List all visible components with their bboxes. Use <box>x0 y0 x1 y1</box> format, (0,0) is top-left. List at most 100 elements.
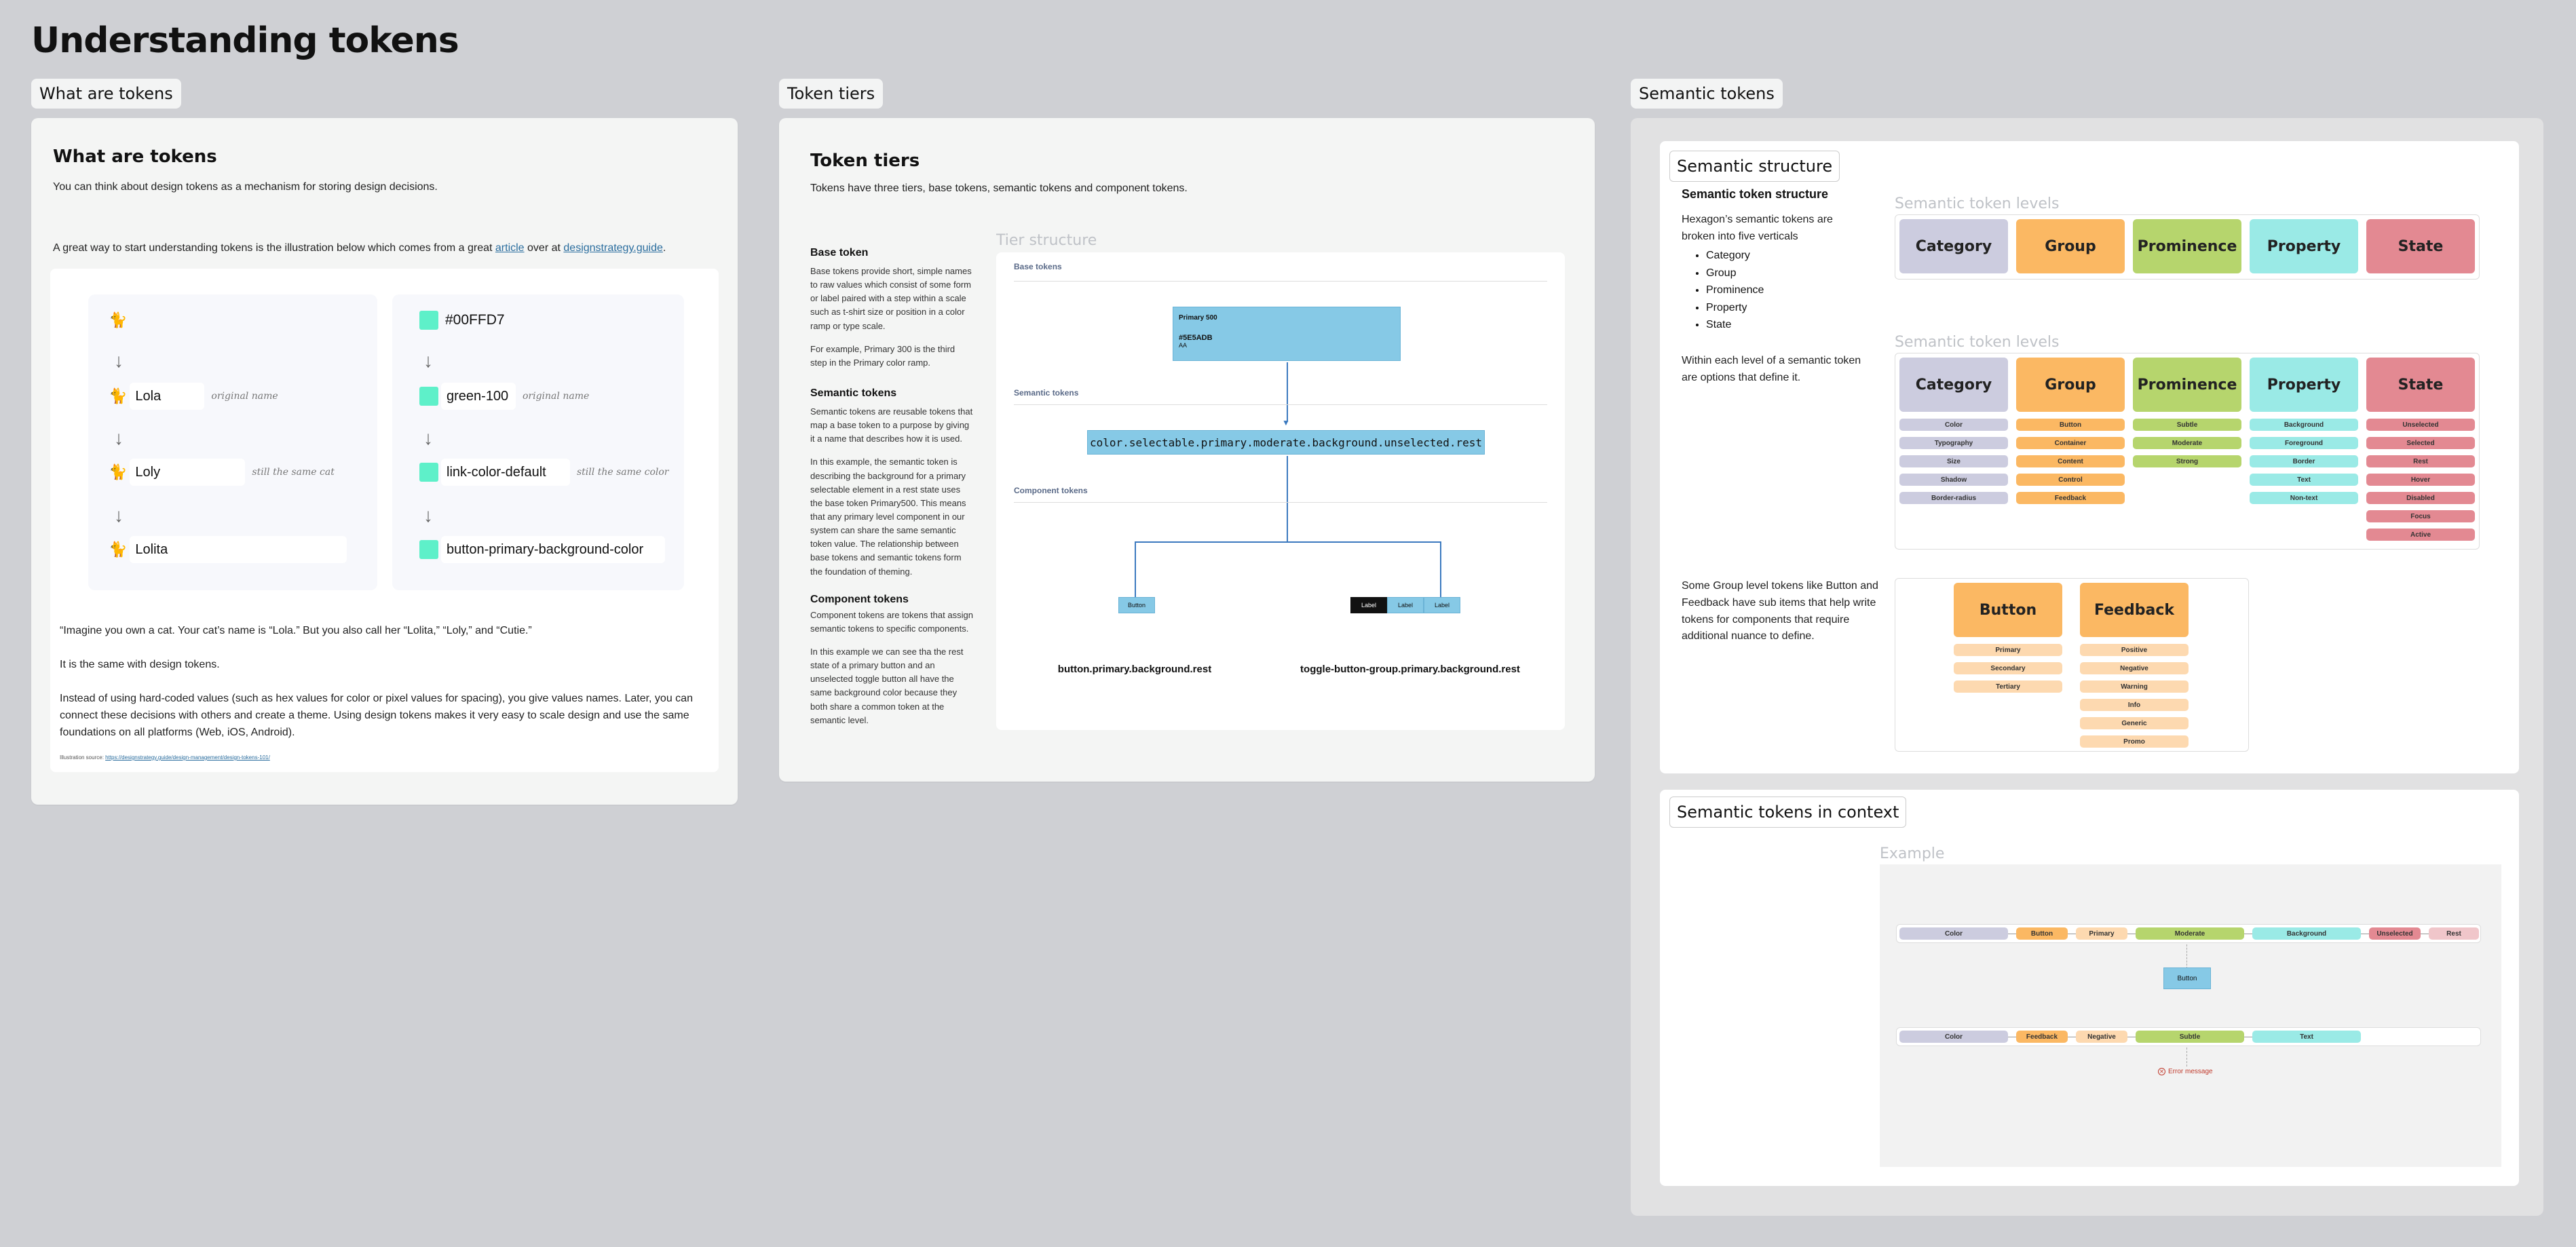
option-chip[interactable]: Border <box>2250 455 2358 467</box>
arrow-down-icon: ↓ <box>114 350 124 371</box>
illustration-panel: 🐈 ↓ 🐈 Lola original name ↓ 🐈 Loly still … <box>50 269 719 772</box>
option-chip[interactable]: Content <box>2016 455 2125 467</box>
chain-chip[interactable]: Button <box>2016 927 2068 940</box>
level-group[interactable]: Group <box>2016 358 2125 412</box>
level-category[interactable]: Category <box>1899 219 2008 273</box>
option-chip[interactable]: Positive <box>2080 644 2189 656</box>
level-prominence[interactable]: Prominence <box>2133 219 2241 273</box>
property-options: Background Foreground Border Text Non-te… <box>2250 419 2358 504</box>
frame-label-structure[interactable]: Semantic structure <box>1669 151 1840 182</box>
result-button[interactable]: Button <box>2163 967 2211 989</box>
semantic-context-frame: Semantic tokens in context Example Color… <box>1660 790 2519 1186</box>
option-chip[interactable]: Background <box>2250 419 2358 431</box>
sem-p1: Semantic tokens are reusable tokens that… <box>810 406 973 444</box>
token-chain-row-2: Color Feedback Negative Subtle Text <box>1896 1027 2481 1046</box>
option-chip[interactable]: Non-text <box>2250 492 2358 504</box>
note-original-name: original name <box>523 391 590 402</box>
source-link[interactable]: https://designstrategy.guide/design-mana… <box>105 754 270 761</box>
toggle-item[interactable]: Label <box>1424 597 1460 613</box>
option-chip[interactable]: Container <box>2016 437 2125 449</box>
feedback-sub-items: Positive Negative Warning Info Generic P… <box>2080 644 2189 748</box>
chain-chip[interactable]: Moderate <box>2136 927 2244 940</box>
option-chip[interactable]: Generic <box>2080 717 2189 729</box>
option-chip[interactable]: Moderate <box>2133 437 2241 449</box>
sample-toggle-group: Label Label Label <box>1350 597 1460 613</box>
color-hex: #00FFD7 <box>445 312 505 328</box>
sample-button[interactable]: Button <box>1118 597 1155 613</box>
chain-chip[interactable]: Negative <box>2076 1031 2127 1043</box>
base-p1: Base tokens provide short, simple names … <box>810 266 972 331</box>
cat-icon: 🐈 <box>109 463 128 480</box>
chain-chip[interactable]: Feedback <box>2016 1031 2068 1043</box>
toggle-item[interactable]: Label <box>1387 597 1424 613</box>
chain-chip[interactable]: Subtle <box>2136 1031 2244 1043</box>
option-chip[interactable]: Color <box>1899 419 2008 431</box>
source-label: Illustration source: <box>60 754 106 761</box>
color-row-0: #00FFD7 <box>419 307 505 334</box>
option-chip[interactable]: Border-radius <box>1899 492 2008 504</box>
chain-chip[interactable]: Primary <box>2076 927 2127 940</box>
section-label-semantic[interactable]: Semantic tokens <box>1631 79 1783 109</box>
color-button-primary-bg: button-primary-background-color <box>441 536 665 563</box>
option-chip[interactable]: Negative <box>2080 662 2189 674</box>
toggle-item[interactable]: Label <box>1350 597 1387 613</box>
section-label-what[interactable]: What are tokens <box>31 79 181 109</box>
level-prominence[interactable]: Prominence <box>2133 358 2241 412</box>
arrow-down-icon: ↓ <box>423 427 433 448</box>
option-chip[interactable]: Focus <box>2366 510 2475 522</box>
chain-chip[interactable]: Color <box>1899 927 2008 940</box>
primary-aa: AA <box>1179 342 1188 349</box>
sem-title: Semantic tokens <box>810 387 897 399</box>
chain-chip[interactable]: Text <box>2252 1031 2361 1043</box>
option-chip[interactable]: Typography <box>1899 437 2008 449</box>
section-label-tiers[interactable]: Token tiers <box>779 79 884 109</box>
level-group[interactable]: Group <box>2016 219 2125 273</box>
chain-chip[interactable]: Unselected <box>2369 927 2421 940</box>
option-chip[interactable]: Button <box>2016 419 2125 431</box>
option-chip[interactable]: Selected <box>2366 437 2475 449</box>
frame-label-context[interactable]: Semantic tokens in context <box>1669 797 1907 828</box>
option-chip[interactable]: Hover <box>2366 474 2475 486</box>
option-chip[interactable]: Info <box>2080 699 2189 711</box>
chain-chip[interactable]: Color <box>1899 1031 2008 1043</box>
primary-500-swatch[interactable]: Primary 500 #5E5ADB AA <box>1173 307 1401 361</box>
level-property[interactable]: Property <box>2250 358 2358 412</box>
level-state[interactable]: State <box>2366 358 2475 412</box>
option-chip[interactable]: Control <box>2016 474 2125 486</box>
option-chip[interactable]: Unselected <box>2366 419 2475 431</box>
page-title: Understanding tokens <box>31 20 459 61</box>
level-category[interactable]: Category <box>1899 358 2008 412</box>
level-property[interactable]: Property <box>2250 219 2358 273</box>
lbl-component-tokens: Component tokens <box>1014 486 1088 495</box>
option-chip[interactable]: Rest <box>2366 455 2475 467</box>
option-chip[interactable]: Warning <box>2080 680 2189 693</box>
option-chip[interactable]: Tertiary <box>1954 680 2062 693</box>
option-chip[interactable]: Disabled <box>2366 492 2475 504</box>
option-chip[interactable]: Secondary <box>1954 662 2062 674</box>
option-chip[interactable]: Primary <box>1954 644 2062 656</box>
option-chip[interactable]: Feedback <box>2016 492 2125 504</box>
chain-chip[interactable]: Background <box>2252 927 2361 940</box>
option-chip[interactable]: Size <box>1899 455 2008 467</box>
some-group-text: Some Group level tokens like Button and … <box>1682 580 1878 642</box>
what-heading: What are tokens <box>53 147 217 167</box>
option-chip[interactable]: Active <box>2366 529 2475 541</box>
chain-chip[interactable]: Rest <box>2429 927 2479 940</box>
designstrategy-link[interactable]: designstrategy.guide <box>563 242 663 254</box>
level-state[interactable]: State <box>2366 219 2475 273</box>
article-link[interactable]: article <box>495 242 525 254</box>
note-same-color: still the same color <box>577 467 669 478</box>
sub-feedback-title[interactable]: Feedback <box>2080 583 2189 637</box>
option-chip[interactable]: Promo <box>2080 735 2189 748</box>
semantic-token-box[interactable]: color.selectable.primary.moderate.backgr… <box>1087 430 1485 455</box>
color-row-1: green-100 original name <box>419 383 589 410</box>
option-chip[interactable]: Shadow <box>1899 474 2008 486</box>
option-chip[interactable]: Foreground <box>2250 437 2358 449</box>
cat-name-loly: Loly <box>130 459 246 486</box>
option-chip[interactable]: Strong <box>2133 455 2241 467</box>
option-chip[interactable]: Text <box>2250 474 2358 486</box>
struct-intro: Hexagon’s semantic tokens are broken int… <box>1682 214 1833 242</box>
color-column: #00FFD7 ↓ green-100 original name ↓ link… <box>392 294 684 590</box>
sub-button-title[interactable]: Button <box>1954 583 2062 637</box>
option-chip[interactable]: Subtle <box>2133 419 2241 431</box>
